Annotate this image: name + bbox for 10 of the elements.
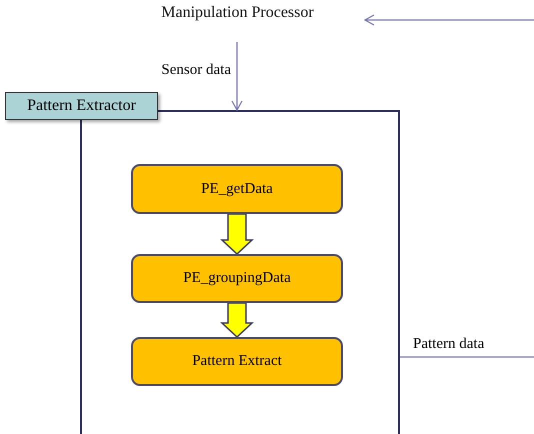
heading-tab: Pattern Extractor [5,92,158,120]
arrow [364,14,534,26]
block-arrow [220,302,254,338]
connector-line [400,356,534,358]
process-box: PE_groupingData [131,254,343,303]
process-name: Manipulation Processor [161,4,314,21]
process-box: PE_getData [131,164,343,214]
arrow [231,42,243,111]
block-arrow [220,213,254,256]
process-box: Pattern Extract [131,337,343,386]
